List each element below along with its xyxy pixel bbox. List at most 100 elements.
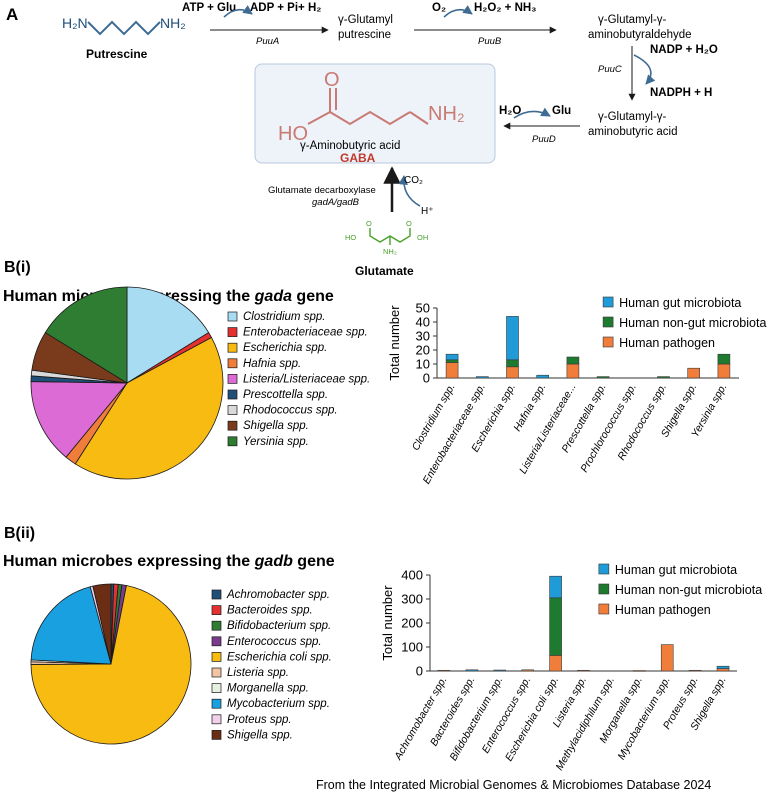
gadb-bar-bar-shigella-spp-human-pathogen	[716, 668, 730, 672]
gadb-pie-legend-label-mycobacterium-spp: Mycobacterium spp.	[227, 698, 330, 710]
gada-pie-slice-listeria-listeriaceae-spp	[30, 381, 128, 458]
gaba-skeleton	[329, 88, 411, 126]
gadb-pie-legend-swatch-bifidobacterium-spp	[211, 620, 222, 631]
gadb-bar-ytick-label-0: 0	[416, 664, 423, 679]
gada-bar-bar-yersinia-spp-human-non-gut-microbiota	[717, 353, 731, 365]
gadb-bar-legend-swatch-human-gut-microbiota	[598, 563, 610, 575]
gadb-bar-bar-achromobacter-spp-human-pathogen	[437, 669, 451, 672]
putrescine-h2n-label: H₂N	[62, 15, 88, 31]
gadb-pie-legend-swatch-bacteroides-spp	[211, 605, 222, 615]
glutamate-label: Glutamate	[355, 264, 414, 278]
gadb-pie-legend-label-morganella-spp: Morganella spp.	[227, 683, 309, 695]
glutamyl-putrescine-line1: γ-Glutamyl	[338, 14, 393, 26]
gadb-bar-bar-listeria-spp-human-pathogen	[577, 669, 590, 672]
gadb-pie-legend-label-listeria-spp: Listeria spp.	[227, 667, 289, 679]
gadb-bar-legend-swatch-human-non-gut-microbiota	[598, 583, 610, 595]
gadb-pie-legend-swatch-escherichia-coli-spp	[211, 652, 222, 662]
panel-bii: B(ii) Human microbes expressing the gadb…	[3, 525, 762, 772]
gada-pie-legend-label-yersinia-spp: Yersinia spp.	[243, 436, 309, 448]
gadb-pie-legend-swatch-mycobacterium-spp	[211, 698, 222, 709]
gadb-bar-bar-escherichia-coli-spp-human-pathogen	[549, 655, 562, 672]
pie-chart-gadb	[30, 583, 192, 745]
gadb-pie-legend-swatch-morganella-spp	[211, 683, 222, 693]
glutamate-ho-label: HO	[345, 233, 356, 242]
gadb-bar-ytick-label-300: 300	[401, 592, 423, 607]
gada-bar-ytick-label-50: 50	[416, 301, 430, 316]
gada-bar-legend-swatch-human-non-gut-microbiota	[602, 316, 614, 328]
pie-legend-gada: Clostridium spp. Enterobacteriaceae spp. E…	[227, 311, 370, 448]
panel-a-label: A	[6, 5, 18, 24]
gadb-pie-legend-swatch-enterococcus-spp	[211, 636, 222, 647]
glutamate-oh-label: OH	[417, 233, 428, 242]
gadb-pie-slice-escherichia-coli-spp	[30, 585, 192, 745]
gaba-ho-label: HO	[278, 123, 308, 145]
gada-pie-legend-swatch-rhodococcus-spp	[227, 405, 238, 415]
gada-pie-legend-label-rhodococcus-spp: Rhodococcus spp.	[243, 405, 338, 417]
gadb-pie-legend-swatch-shigella-spp	[211, 730, 222, 740]
gada-bar-bar-hafnia-spp-human-gut-microbiota	[536, 374, 550, 379]
gadb-bar-ytick-label-200: 200	[401, 616, 423, 631]
gada-bar-legend-label-human-pathogen: Human pathogen	[619, 336, 715, 350]
gada-bar-bar-escherichia-spp-human-non-gut-microbiota	[506, 359, 519, 368]
putrescine-nh2-label: NH₂	[160, 15, 186, 31]
gada-pie-legend-label-clostridium-spp: Clostridium spp.	[243, 311, 325, 323]
gada-bar-legend-swatch-human-pathogen	[602, 336, 614, 348]
gadb-bar-bar-escherichia-coli-spp-human-gut-microbiota	[549, 575, 562, 599]
co2-label: CO₂	[404, 175, 423, 186]
decarboxylase-line2: gadA/gadB	[312, 197, 360, 208]
acid-line2: aminobutyric acid	[588, 126, 677, 138]
gada-bar-ytick-label-30: 30	[416, 329, 430, 344]
gada-pie-legend-label-escherichia-spp: Escherichia spp.	[243, 342, 327, 354]
gada-pie-legend-swatch-listeria-listeriaceae-spp	[227, 374, 238, 384]
step3-cofactor-arrow	[633, 54, 656, 85]
step3-enzyme: PuuC	[598, 64, 622, 75]
gaba-oh-bond	[307, 111, 331, 125]
gada-bar-bar-shigella-spp-human-pathogen	[687, 367, 701, 379]
gaba-o-label: O	[324, 69, 340, 91]
gada-bar-ytick-label-20: 20	[416, 343, 430, 358]
gadb-pie-legend-swatch-achromobacter-spp	[211, 589, 222, 600]
gada-bar-legend-label-human-gut-microbiota: Human gut microbiota	[619, 296, 741, 310]
gadb-bar-bar-mycobacterium-spp-human-pathogen	[660, 644, 674, 672]
step4-cofactor-arrow	[513, 107, 551, 119]
gadb-pie-legend-label-achromobacter-spp: Achromobacter spp.	[226, 589, 330, 601]
aldehyde-line2: aminobutyraldehyde	[588, 29, 692, 41]
step3-product: NADPH + H	[650, 87, 712, 99]
panel-bii-label: B(ii)	[4, 525, 35, 542]
gaba-nh2-label: NH₂	[428, 103, 465, 125]
gada-bar-bar-clostridium-spp-human-pathogen	[445, 362, 459, 379]
step2-enzyme: PuuB	[478, 36, 502, 47]
gadb-pie-legend-label-bifidobacterium-spp: Bifidobacterium spp.	[227, 620, 331, 632]
step2-reactant: O₂	[432, 2, 446, 14]
step1-enzyme: PuuA	[256, 36, 279, 47]
gada-pie-legend-swatch-clostridium-spp	[227, 311, 238, 322]
gada-pie-legend-label-enterobacteriaceae-spp: Enterobacteriaceae spp.	[243, 327, 368, 339]
gadb-bar-ylabel: Total number	[380, 585, 395, 661]
gada-pie-legend-label-listeria-listeriaceae-spp: Listeria/Listeriaceae spp.	[243, 373, 370, 385]
gada-pie-slice-yersinia-spp	[44, 286, 128, 384]
gada-pie-slice-escherichia-spp	[74, 336, 224, 480]
gadb-pie-legend-label-proteus-spp: Proteus spp.	[227, 714, 292, 726]
gaba-abbr: GABA	[340, 151, 376, 165]
gadb-bar-bar-morganella-spp-human-pathogen	[633, 670, 646, 672]
pie-legend-gadb: Achromobacter spp.Bacteroides spp.Bifido…	[211, 589, 332, 741]
step4-reactant: H₂O	[499, 105, 521, 117]
gadb-bar-bar-bacteroides-spp-human-gut-microbiota	[465, 669, 479, 672]
gada-pie-legend-label-shigella-spp: Shigella spp.	[243, 420, 309, 432]
gadb-pie-legend-label-escherichia-coli-spp: Escherichia coli spp.	[227, 651, 332, 663]
gada-bar-bar-listeria-listeriaceae-human-non-gut-microbiota	[566, 356, 580, 365]
gaba-box	[254, 63, 496, 164]
gadb-bar-bar-bifidobacterium-spp-human-gut-microbiota	[493, 669, 507, 672]
gada-bar-bar-clostridium-spp-human-gut-microbiota	[445, 353, 459, 361]
aldehyde-line1: γ-Glutamyl-γ-	[598, 14, 667, 26]
acid-line1: γ-Glutamyl-γ-	[598, 111, 667, 123]
gada-bar-bar-prescottella-spp-human-non-gut-microbiota	[596, 376, 610, 379]
gadb-pie-legend-label-enterococcus-spp: Enterococcus spp.	[227, 636, 322, 648]
gada-bar-ytick-label-0: 0	[423, 371, 430, 386]
gadb-bar-ytick-label-100: 100	[401, 640, 423, 655]
gada-pie-slice-clostridium-spp	[126, 286, 210, 384]
gada-pie-legend-swatch-yersinia-spp	[227, 436, 238, 447]
gada-bar-bar-escherichia-spp-human-pathogen	[506, 366, 519, 379]
